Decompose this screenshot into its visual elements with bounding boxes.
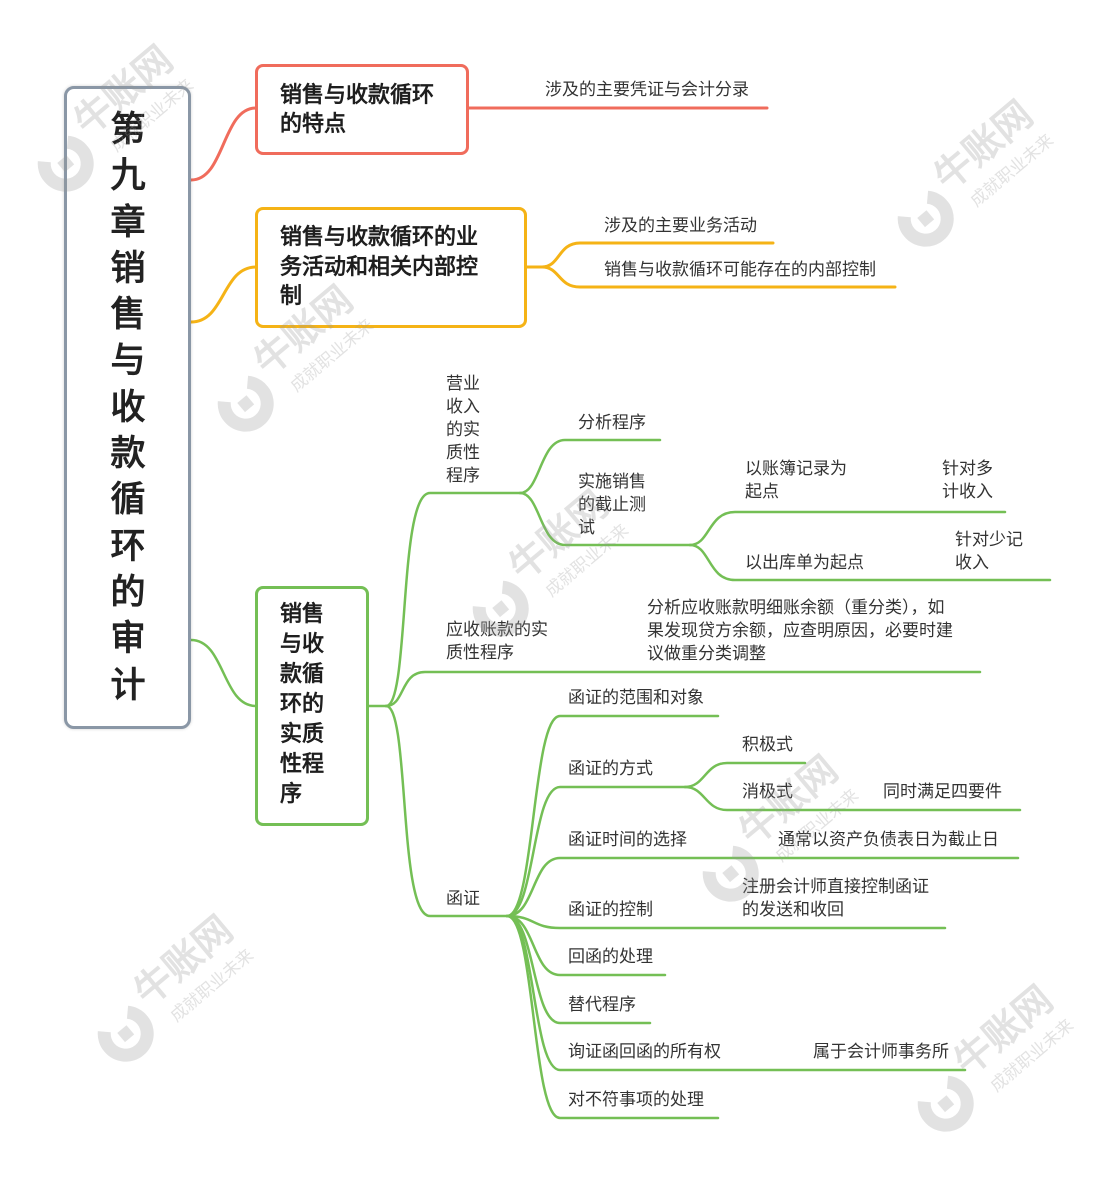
- label-business-activities: 涉及的主要业务活动: [604, 216, 757, 236]
- label-receivables-procedures: 应收账款的实质性程序: [446, 620, 548, 663]
- label-positive-confirmation: 积极式: [742, 735, 793, 755]
- label-discrepancy-handling: 对不符事项的处理: [568, 1090, 704, 1110]
- label-alternative-procedures: 替代程序: [568, 995, 636, 1015]
- label-revenue-procedures: 营业收入的实质性程序: [446, 374, 480, 486]
- label-confirmation-timing: 函证时间的选择: [568, 830, 687, 850]
- label-ledger-start: 以账簿记录为起点: [745, 459, 847, 502]
- note-understatement: 针对少记收入: [955, 530, 1023, 573]
- connector-to-revenue-procedures: [384, 491, 522, 708]
- connector-to-negative: [683, 785, 1022, 812]
- label-reply-ownership: 询证函回函的所有权: [568, 1042, 721, 1062]
- connector-to-confirmation-scope: [505, 714, 720, 918]
- label-analytical-procedures: 分析程序: [578, 413, 646, 433]
- topic-activities-controls: 销售与收款循环的业务活动和相关内部控制: [255, 207, 527, 328]
- connector-to-ledger-start: [688, 510, 1007, 547]
- root-title: 第九章销售与收款循环的审计: [110, 110, 146, 706]
- connector-activities-to-controls: [540, 265, 897, 289]
- root-topic: 第九章销售与收款循环的审计: [64, 86, 191, 729]
- note-overstatement: 针对多计收入: [942, 459, 993, 502]
- connector-to-confirmation-control: [505, 914, 947, 930]
- label-vouchers-entries: 涉及的主要凭证与会计分录: [545, 80, 749, 100]
- topic-features-title: 销售与收款循环的特点: [280, 83, 435, 137]
- label-confirmation-scope: 函证的范围和对象: [568, 688, 704, 708]
- connector-root-to-substantive: [189, 638, 258, 708]
- note-confirmation-timing: 通常以资产负债表日为截止日: [778, 830, 999, 850]
- note-confirmation-control: 注册会计师直接控制函证的发送和收回: [742, 877, 929, 920]
- label-negative-confirmation: 消极式: [742, 782, 793, 802]
- label-cutoff-test: 实施销售的截止测试: [578, 472, 646, 538]
- connector-to-shipping-start: [688, 543, 1052, 582]
- connector-to-receivables-procedures: [384, 670, 982, 708]
- note-reply-ownership: 属于会计师事务所: [813, 1042, 949, 1062]
- connector-to-positive: [683, 761, 807, 789]
- topic-features: 销售与收款循环的特点: [255, 64, 469, 155]
- topic-substantive-procedures: 销售与收款循环的实质性程序: [255, 586, 369, 826]
- connector-to-confirmation-method: [505, 785, 687, 918]
- connector-root-to-features: [189, 106, 258, 182]
- label-reply-handling: 回函的处理: [568, 947, 653, 967]
- label-confirmation: 函证: [446, 889, 480, 909]
- connector-root-to-activities: [189, 265, 258, 324]
- topic-activities-controls-title: 销售与收款循环的业务活动和相关内部控制: [280, 225, 479, 309]
- label-confirmation-method: 函证的方式: [568, 759, 653, 779]
- note-negative-conditions: 同时满足四要件: [883, 782, 1002, 802]
- connector-to-confirmation: [384, 704, 509, 918]
- connector-to-discrepancies: [505, 914, 720, 1120]
- topic-substantive-procedures-title: 销售与收款循环的实质性程序: [280, 602, 325, 807]
- connector-to-analytical-procedures: [518, 438, 662, 495]
- label-shipping-start: 以出库单为起点: [745, 553, 864, 573]
- label-internal-controls: 销售与收款循环可能存在的内部控制: [604, 260, 876, 280]
- connector-to-confirmation-timing: [505, 856, 1020, 918]
- label-confirmation-control: 函证的控制: [568, 900, 653, 920]
- connector-to-cutoff-test: [518, 491, 692, 547]
- note-receivables-analysis: 分析应收账款明细账余额（重分类），如果发现贷方余额，应查明原因，必要时建议做重分…: [647, 598, 953, 664]
